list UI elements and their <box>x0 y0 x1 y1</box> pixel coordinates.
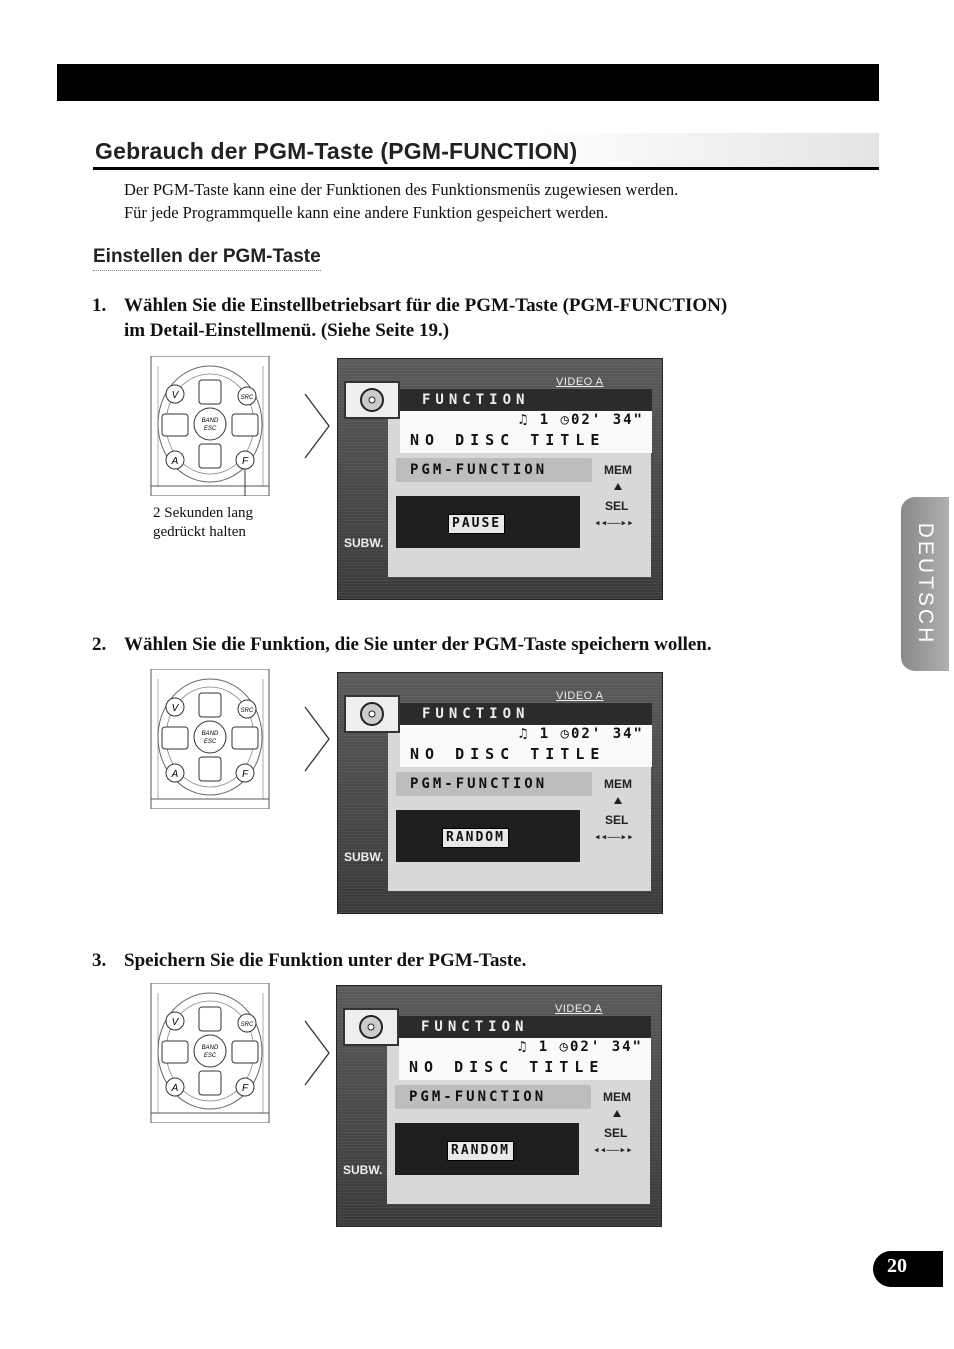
step-text: Speichern Sie die Funktion unter der PGM… <box>124 950 527 971</box>
subwoofer-label: SUBW. <box>343 1163 383 1177</box>
step-2: 2. Wählen Sie die Funktion, die Sie unter… <box>92 632 712 657</box>
mem-label: MEM <box>603 1090 631 1104</box>
page-number: 20 <box>873 1251 943 1287</box>
arrow-icon <box>304 393 330 459</box>
intro-line: Für jede Programmquelle kann eine andere… <box>124 203 609 222</box>
display-screen: VIDEO A FUNCTION ♫ 1 ◷02' 34" NO DISC TI… <box>337 358 663 600</box>
function-menu-title: FUNCTION <box>400 389 652 411</box>
subwoofer-label: SUBW. <box>344 850 384 864</box>
svg-text:F: F <box>242 1083 249 1094</box>
intro-paragraph: Der PGM-Taste kann eine der Funktionen d… <box>124 178 844 224</box>
track-time: ♫ 1 ◷02' 34" <box>517 1039 643 1055</box>
step-text-continued: im Detail-Einstellmenü. (Siehe Seite 19.… <box>124 320 450 341</box>
svg-text:BAND: BAND <box>202 418 219 424</box>
sel-label: SEL <box>605 499 629 513</box>
source-label: VIDEO A <box>556 376 604 388</box>
track-time: ♫ 1 ◷02' 34" <box>518 726 644 742</box>
svg-text:V: V <box>172 1017 180 1028</box>
svg-text:V: V <box>172 703 180 714</box>
up-arrow-icon <box>613 1110 621 1117</box>
seek-arrows-icon: ◂◂——▸▸ <box>593 1143 633 1156</box>
svg-text:A: A <box>171 456 179 467</box>
up-arrow-icon <box>614 797 622 804</box>
display-screen: VIDEO A FUNCTION ♫ 1 ◷02' 34" NO DISC TI… <box>336 985 662 1227</box>
function-value: RANDOM <box>447 1141 514 1161</box>
svg-text:SRC: SRC <box>241 1022 254 1028</box>
caption-line: gedrückt halten <box>153 524 246 540</box>
step-number: 3. <box>92 950 107 971</box>
pgm-function-item: PGM-FUNCTION <box>395 1085 591 1109</box>
remote-control-illustration: BAND ESC V SRC A F <box>150 356 270 496</box>
section-heading: Gebrauch der PGM-Taste (PGM-FUNCTION) <box>93 133 879 170</box>
step-text: Wählen Sie die Einstellbetriebsart für d… <box>124 295 728 316</box>
page-number-text: 20 <box>887 1255 907 1277</box>
step-text: Wählen Sie die Funktion, die Sie unter d… <box>124 634 712 655</box>
svg-text:A: A <box>171 1083 179 1094</box>
sel-label: SEL <box>604 1126 628 1140</box>
step-1: 1. Wählen Sie die Einstellbetriebsart für… <box>92 293 727 343</box>
disc-icon <box>343 1008 399 1046</box>
svg-text:ESC: ESC <box>204 739 217 745</box>
svg-text:SRC: SRC <box>241 708 254 714</box>
subheading: Einstellen der PGM-Taste <box>93 246 321 271</box>
svg-text:ESC: ESC <box>204 426 217 432</box>
mem-label: MEM <box>604 463 632 477</box>
seek-arrows-icon: ◂◂——▸▸ <box>594 516 634 529</box>
caption-line: 2 Sekunden lang <box>153 505 253 521</box>
disc-title: NO DISC TITLE <box>410 745 606 763</box>
svg-text:BAND: BAND <box>202 1045 219 1051</box>
sel-label: SEL <box>605 813 629 827</box>
header-bar <box>57 64 879 101</box>
subwoofer-label: SUBW. <box>344 536 384 550</box>
up-arrow-icon <box>614 483 622 490</box>
svg-text:F: F <box>242 769 249 780</box>
language-tab: DEUTSCH <box>901 497 949 671</box>
step-3: 3. Speichern Sie die Funktion unter der P… <box>92 948 526 973</box>
intro-line: Der PGM-Taste kann eine der Funktionen d… <box>124 180 679 199</box>
function-menu-title: FUNCTION <box>399 1016 651 1038</box>
language-tab-label: DEUTSCH <box>914 522 937 646</box>
pgm-function-item: PGM-FUNCTION <box>396 772 592 796</box>
disc-icon <box>344 381 400 419</box>
disc-title: NO DISC TITLE <box>409 1058 605 1076</box>
function-menu-title: FUNCTION <box>400 703 652 725</box>
pgm-function-item: PGM-FUNCTION <box>396 458 592 482</box>
source-label: VIDEO A <box>555 1003 603 1015</box>
arrow-icon <box>304 706 330 772</box>
svg-text:A: A <box>171 769 179 780</box>
step-number: 1. <box>92 295 107 316</box>
svg-text:ESC: ESC <box>204 1053 217 1059</box>
disc-title: NO DISC TITLE <box>410 431 606 449</box>
seek-arrows-icon: ◂◂——▸▸ <box>594 830 634 843</box>
svg-text:BAND: BAND <box>202 731 219 737</box>
function-value: RANDOM <box>442 828 509 848</box>
function-value: PAUSE <box>448 514 506 534</box>
remote-control-illustration: BAND ESC V SRC A F <box>150 669 270 809</box>
display-screen: VIDEO A FUNCTION ♫ 1 ◷02' 34" NO DISC TI… <box>337 672 663 914</box>
arrow-icon <box>304 1020 330 1086</box>
svg-text:V: V <box>172 390 180 401</box>
remote-control-illustration: BAND ESC V SRC A F <box>150 983 270 1123</box>
track-time: ♫ 1 ◷02' 34" <box>518 412 644 428</box>
press-hold-caption: 2 Sekunden lang gedrückt halten <box>153 504 253 542</box>
step-number: 2. <box>92 634 107 655</box>
mem-label: MEM <box>604 777 632 791</box>
section-heading-text: Gebrauch der PGM-Taste (PGM-FUNCTION) <box>95 138 578 164</box>
source-label: VIDEO A <box>556 690 604 702</box>
disc-icon <box>344 695 400 733</box>
svg-text:SRC: SRC <box>241 395 254 401</box>
svg-text:F: F <box>242 456 249 467</box>
